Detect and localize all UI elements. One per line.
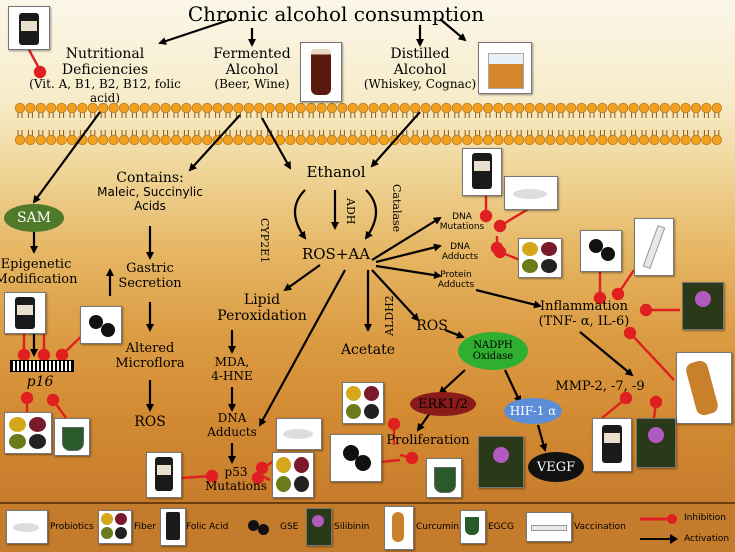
legend-silibinin: Silibinin [334,522,370,532]
legend-curcumin: Curcumin [416,522,460,532]
legend-vaccination: Vaccination [574,522,626,532]
aldh2-label: ALDH2 [383,295,396,336]
mda-hne-label: MDA,4-HNE [211,355,253,383]
legend-probiotics: Probiotics [50,522,94,532]
legend-egcg: EGCG [488,522,514,532]
distilled-alcohol-label: Distilled Alcohol (Whiskey, Cognac) [363,46,477,92]
egcg-left-icon [54,418,90,456]
ethanol-label: Ethanol [306,163,366,181]
fiber-right-icon [518,238,562,278]
gse-left-icon [80,306,122,344]
sam-node: SAM [4,204,64,232]
legend-inhibition: Inhibition [684,513,727,523]
probiotics-right-icon [504,176,558,210]
whiskey-glass-icon [478,42,532,94]
silibinin-mmp-icon [636,418,676,468]
probiotics-center-icon [276,418,322,450]
folic-acid-right-icon [462,148,502,196]
legend-fiber-icon [98,510,132,544]
vegf-node: VEGF [528,452,584,482]
legend-folic-acid: Folic Acid [186,522,229,532]
gse-right-icon [580,230,622,272]
diagram-title: Chronic alcohol consumption [187,2,485,26]
fermented-alcohol-label: Fermented Alcohol (Beer, Wine) [213,46,291,92]
ros-left-label: ROS [134,414,166,430]
folic-acid-left-icon [4,292,46,334]
folic-acid-center-icon [146,452,182,498]
egcg-prolif-icon [426,458,462,498]
nutritional-deficiencies-label: Nutritional Deficiencies (Vit. A, B1, B2… [29,46,181,105]
legend-gse: GSE [280,522,299,532]
vaccination-right-icon [634,218,674,276]
legend-folic-icon [160,508,186,546]
legend-curcumin-icon [384,506,414,550]
folic-acid-bottle-icon [8,6,50,50]
contains-label: Contains: Maleic, Succinylic Acids [97,170,203,213]
legend-gse-icon [246,518,276,538]
p16-label: p16 [26,374,54,390]
beer-glass-icon [300,42,342,102]
erk12-node: ERK1/2 [410,392,476,416]
cyp2e1-label: CYP2E1 [258,218,271,264]
legend-activation: Activation [684,534,730,544]
curcumin-right-icon [676,352,732,424]
ros-right-label: ROS [416,318,448,334]
adh-label: ADH [344,198,357,225]
legend-activation-symbol [640,534,678,544]
hif1a-node: HIF-1 α [504,398,562,424]
legend-bar: Probiotics Fiber Folic Acid GSE Silibini… [0,502,735,552]
legend-probiotics-icon [6,510,48,544]
mmp-label: MMP-2, -7, -9 [555,379,645,394]
fiber-left-icon [4,412,52,454]
legend-vaccination-icon [526,512,572,542]
p16-gene-bar [10,360,74,372]
acetate-label: Acetate [340,342,396,358]
proliferation-label: Proliferation [386,433,470,448]
legend-silibinin-icon [306,508,332,546]
fiber-prolif-icon [342,382,384,424]
silibinin-right-icon [682,282,724,330]
legend-fiber: Fiber [134,522,156,532]
folic-acid-mmp-icon [592,418,632,472]
legend-inhibition-symbol [640,514,677,524]
silibinin-prolif-icon [478,436,524,488]
cell-membrane [14,102,722,146]
fiber-center-icon [272,452,314,498]
gse-prolif-icon [330,434,382,482]
catalase-label: Catalase [390,184,403,233]
inflammation-label: Inflammation(TNF- α, IL-6) [538,299,630,329]
legend-egcg-icon [460,510,486,544]
ros-aa-label: ROS+AA [301,245,371,263]
